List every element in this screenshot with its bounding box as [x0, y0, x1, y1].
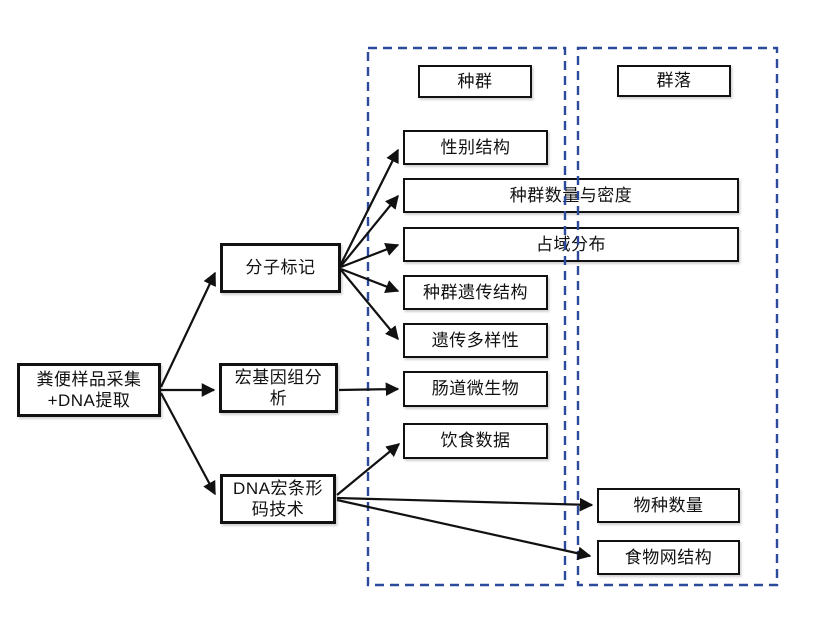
population-size-density-label: 种群数量与密度: [509, 185, 633, 205]
node-species-count: 物种数量: [597, 488, 740, 523]
source-label-line2: +DNA提取: [47, 391, 131, 410]
node-dna-metabarcoding: DNA宏条形 码技术: [220, 474, 336, 524]
molecular-marker-label: 分子标记: [245, 258, 316, 278]
arrow-barcode-to-species-count: [336, 496, 594, 512]
header-population: 种群: [418, 65, 532, 98]
arrow-barcode-to-diet-data: [336, 443, 401, 496]
node-gut-microbiota: 肠道微生物: [403, 371, 548, 407]
arrow-source-to-molecular: [160, 271, 216, 388]
population-genetic-structure-label: 种群遗传结构: [423, 282, 528, 302]
node-molecular-marker: 分子标记: [220, 243, 341, 293]
arrow-molecular-to-sex-structure: [340, 148, 399, 265]
arrow-molecular-to-genetic-diversity: [340, 269, 399, 341]
diet-data-label: 饮食数据: [440, 431, 511, 451]
arrow-source-to-barcode: [160, 392, 216, 496]
genetic-diversity-label: 遗传多样性: [431, 330, 520, 350]
species-count-label: 物种数量: [633, 495, 704, 515]
node-diet-data: 饮食数据: [403, 423, 548, 459]
food-web-structure-label: 食物网结构: [624, 547, 713, 567]
node-metagenome-analysis: 宏基因组分 析: [219, 363, 338, 413]
population-column-frame: [366, 46, 567, 587]
barcode-label-line1: DNA宏条形: [233, 478, 323, 498]
sex-structure-label: 性别结构: [440, 137, 511, 157]
node-population-genetic-structure: 种群遗传结构: [403, 275, 548, 310]
occupancy-distribution-label: 占域分布: [536, 234, 606, 254]
node-sample-dna-extraction: 粪便样品采集 +DNA提取: [17, 363, 161, 417]
gut-microbiota-label: 肠道微生物: [431, 379, 520, 399]
node-population-size-density: 种群数量与密度: [403, 178, 739, 213]
metagenome-label-line1: 宏基因组分: [234, 367, 323, 387]
arrow-barcode-to-food-web: [336, 498, 592, 561]
arrow-molecular-to-population-size-density: [340, 194, 399, 267]
arrow-molecular-to-genetic-structure: [340, 267, 400, 293]
node-genetic-diversity: 遗传多样性: [403, 323, 548, 358]
arrow-metagenome-to-gut-microbiota: [338, 382, 400, 397]
source-label-line1: 粪便样品采集: [36, 369, 142, 389]
node-sex-structure: 性别结构: [403, 130, 548, 165]
arrow-molecular-to-occupancy: [340, 243, 400, 269]
node-food-web-structure: 食物网结构: [597, 540, 740, 575]
population-header-label: 种群: [457, 71, 493, 91]
barcode-label-line2: 码技术: [251, 500, 305, 519]
metagenome-label-line2: 析: [269, 389, 288, 408]
community-header-label: 群落: [656, 71, 692, 91]
header-community: 群落: [617, 65, 731, 97]
node-occupancy-distribution: 占域分布: [403, 227, 739, 262]
